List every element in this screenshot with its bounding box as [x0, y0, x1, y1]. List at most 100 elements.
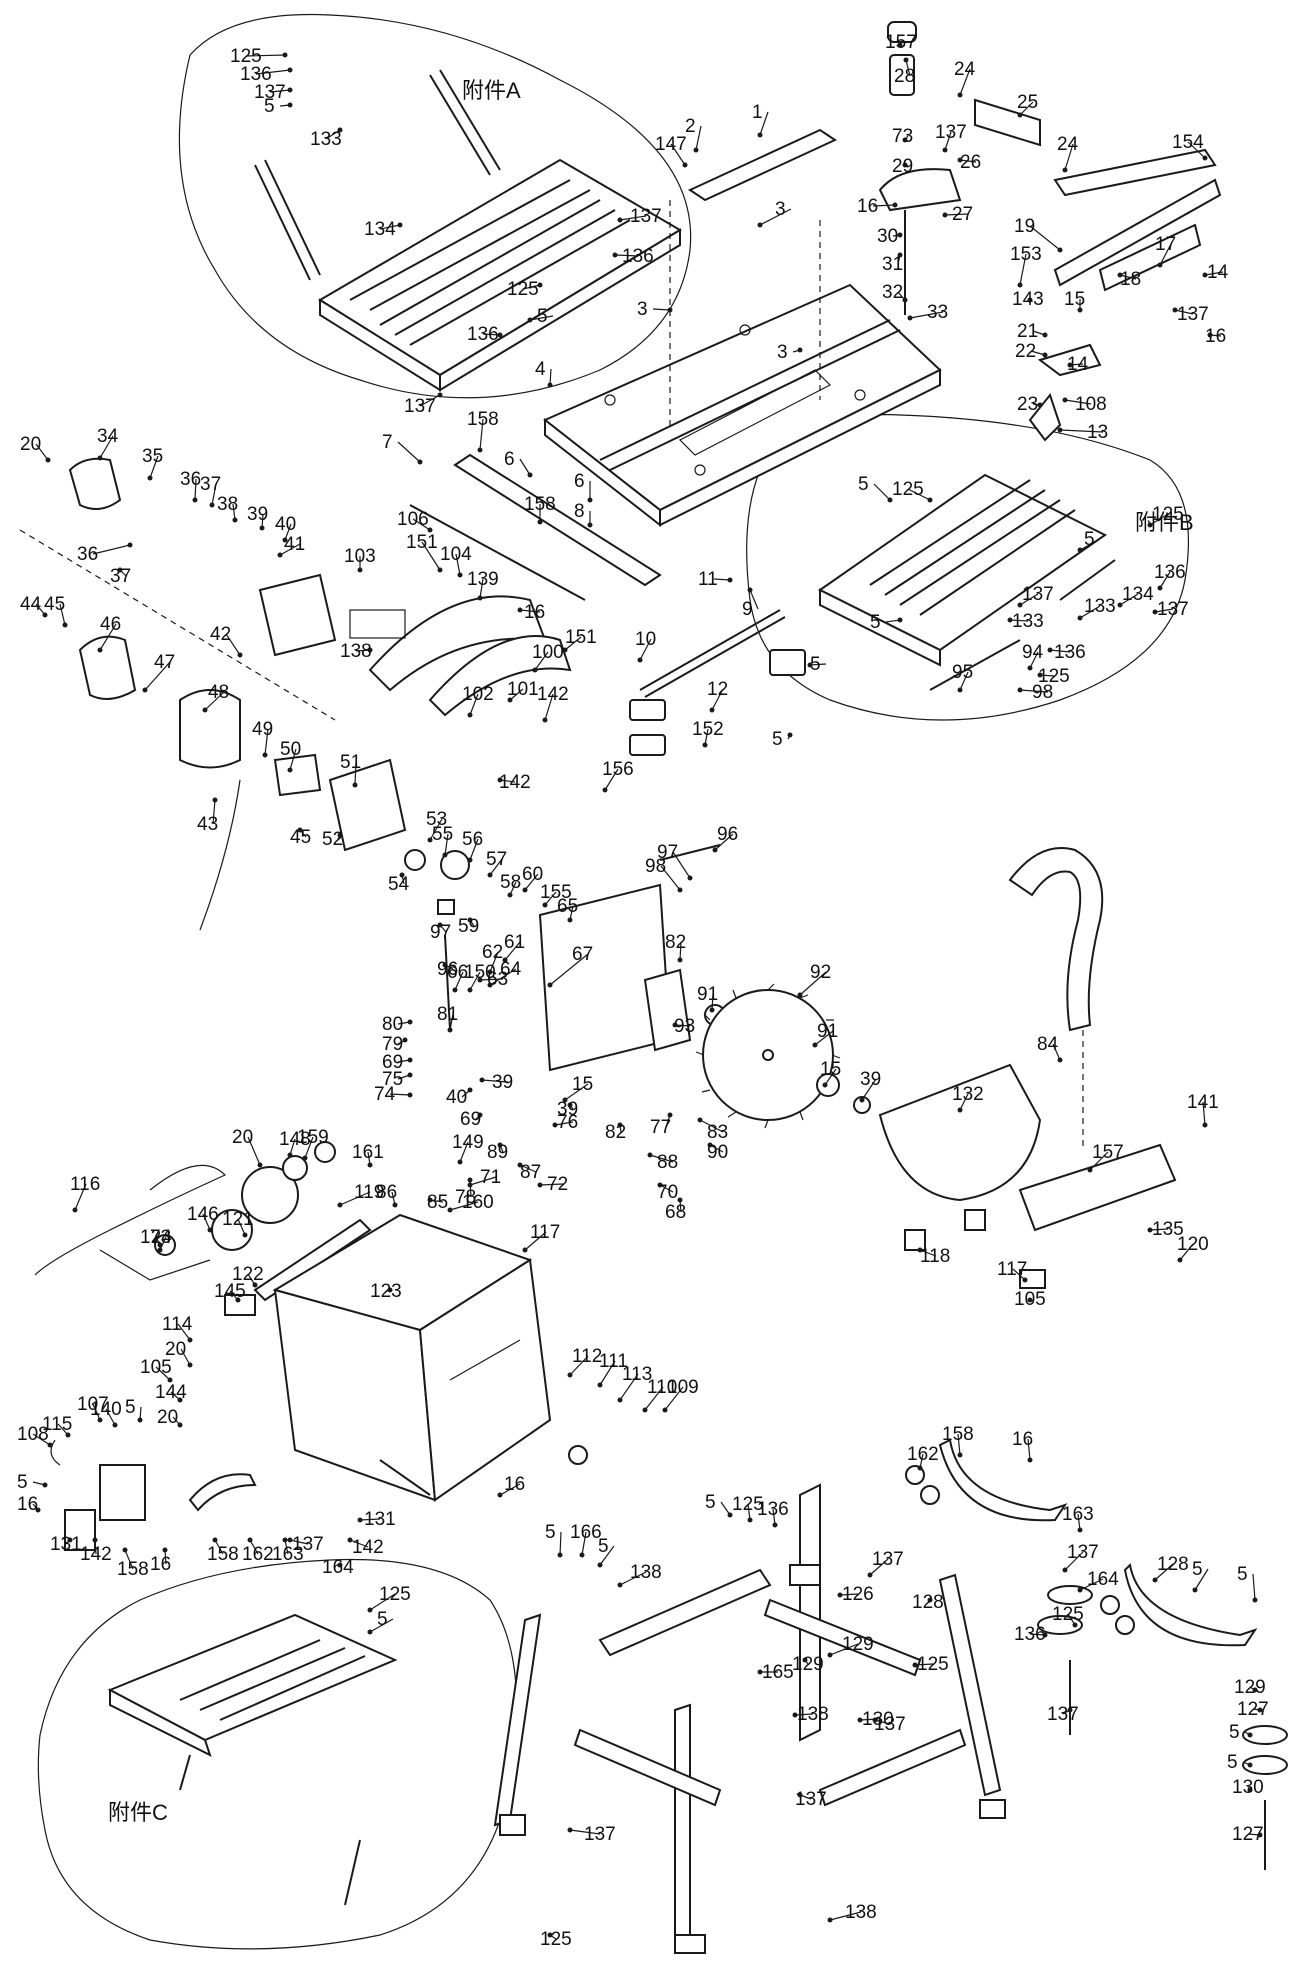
- part-number-label: 102: [462, 684, 494, 705]
- callout-leader: [264, 728, 269, 756]
- part-number-label: 98: [1032, 682, 1053, 703]
- part-number-label: 125: [540, 1929, 572, 1950]
- part-number-label: 49: [252, 719, 273, 740]
- part-number-label: 133: [1084, 596, 1116, 617]
- part-number-label: 136: [467, 324, 499, 345]
- callout-leader: [94, 1539, 97, 1555]
- stand: [493, 1483, 1006, 1954]
- callout-leader: [604, 768, 619, 791]
- callout-leader: [699, 1119, 724, 1133]
- callout-leader: [481, 1079, 509, 1083]
- callout-leader: [959, 671, 969, 691]
- dust-shroud: [878, 1063, 1177, 1289]
- callout-leader: [581, 1531, 587, 1556]
- callout-leader: [1079, 538, 1101, 551]
- part-number-label: 65: [557, 896, 578, 917]
- part-number-label: 137: [1047, 1704, 1079, 1725]
- callout-leader: [892, 234, 901, 237]
- part-number-label: 139: [467, 569, 499, 590]
- callout-leader: [469, 919, 475, 927]
- callout-leader: [1039, 674, 1055, 677]
- callout-leader: [499, 1144, 504, 1153]
- callout-leader: [237, 1218, 246, 1236]
- part-number-label: 138: [630, 1562, 662, 1583]
- callout-leader: [524, 873, 539, 891]
- switch-box: [50, 1439, 257, 1551]
- part-number-label: 118: [920, 1246, 950, 1267]
- part-number-label: 5: [810, 654, 821, 675]
- callout-leader: [944, 131, 952, 151]
- part-number-label: 164: [1087, 1569, 1119, 1590]
- callout-leader: [391, 1191, 396, 1206]
- callout-leader: [247, 1273, 256, 1286]
- part-number-label: 64: [500, 959, 522, 980]
- part-number-label: 13: [1087, 422, 1108, 443]
- callout-leader: [489, 951, 499, 973]
- callout-leader: [225, 633, 241, 656]
- callout-leader: [489, 858, 503, 876]
- part-number-label: 90: [707, 1142, 728, 1163]
- part-number-label: 69: [460, 1109, 481, 1130]
- callout-leader: [713, 578, 731, 581]
- callout-leader: [599, 1545, 615, 1566]
- callout-leader: [469, 693, 479, 716]
- part-number-label: 2: [685, 116, 696, 137]
- callout-leader: [119, 569, 127, 577]
- part-number-label: 165: [762, 1662, 794, 1683]
- part-number-label: 123: [370, 1281, 402, 1302]
- callout-leader: [564, 1083, 589, 1101]
- callout-leader: [1062, 1709, 1071, 1715]
- callout-leader: [1202, 1101, 1206, 1126]
- part-number-label: 59: [458, 916, 479, 937]
- part-number-label: 125: [507, 279, 539, 300]
- part-number-label: 56: [462, 829, 483, 850]
- callout-leader: [704, 728, 709, 746]
- part-number-label: 100: [532, 642, 564, 663]
- part-number-label: 137: [404, 396, 436, 417]
- part-number-label: 66: [447, 962, 468, 983]
- extension-table-b: [818, 473, 1116, 691]
- callout-leader: [1064, 1551, 1084, 1571]
- part-number-label: 117: [530, 1222, 560, 1243]
- callout-leader: [444, 833, 449, 856]
- callout-leader: [861, 1078, 877, 1101]
- callout-leader: [397, 1074, 411, 1080]
- part-number-label: 22: [1015, 341, 1036, 362]
- callout-leader: [509, 688, 524, 701]
- callout-leader: [419, 394, 441, 407]
- part-number-label: 7: [382, 432, 393, 453]
- callout-leader: [799, 971, 827, 996]
- callout-leader: [92, 544, 131, 555]
- callout-leader: [284, 1539, 289, 1555]
- part-number-label: 5: [1084, 529, 1095, 550]
- callout-leader: [549, 368, 552, 386]
- part-number-label: 154: [1172, 132, 1204, 153]
- callout-leader: [354, 761, 357, 786]
- callout-leader: [599, 1360, 616, 1386]
- part-number-label: 113: [622, 1364, 652, 1385]
- part-number-label: 125: [230, 46, 262, 67]
- part-number-label: 69: [382, 1052, 403, 1073]
- part-number-label: 92: [810, 962, 831, 983]
- callout-leader: [355, 649, 371, 652]
- callout-leader: [914, 1663, 934, 1666]
- callout-leader: [337, 834, 341, 840]
- callout-leader: [652, 308, 671, 311]
- part-number-label: 130: [862, 1709, 894, 1730]
- callout-leader: [1242, 1761, 1251, 1766]
- part-number-label: 15: [820, 1059, 841, 1080]
- part-number-label: 97: [430, 922, 451, 943]
- callout-leader: [459, 1141, 469, 1163]
- callout-leader: [959, 159, 977, 163]
- part-number-label: 46: [100, 614, 121, 635]
- callout-leader: [59, 603, 66, 626]
- part-number-label: 134: [364, 219, 396, 240]
- callout-leader: [873, 483, 891, 501]
- part-number-label: 105: [1014, 1289, 1046, 1310]
- callout-leader: [469, 971, 481, 991]
- part-number-label: 33: [927, 302, 948, 323]
- callout-leader: [124, 1549, 134, 1570]
- callout-leader: [614, 254, 639, 257]
- callout-leader: [1209, 334, 1222, 337]
- part-number-label: 20: [157, 1407, 178, 1428]
